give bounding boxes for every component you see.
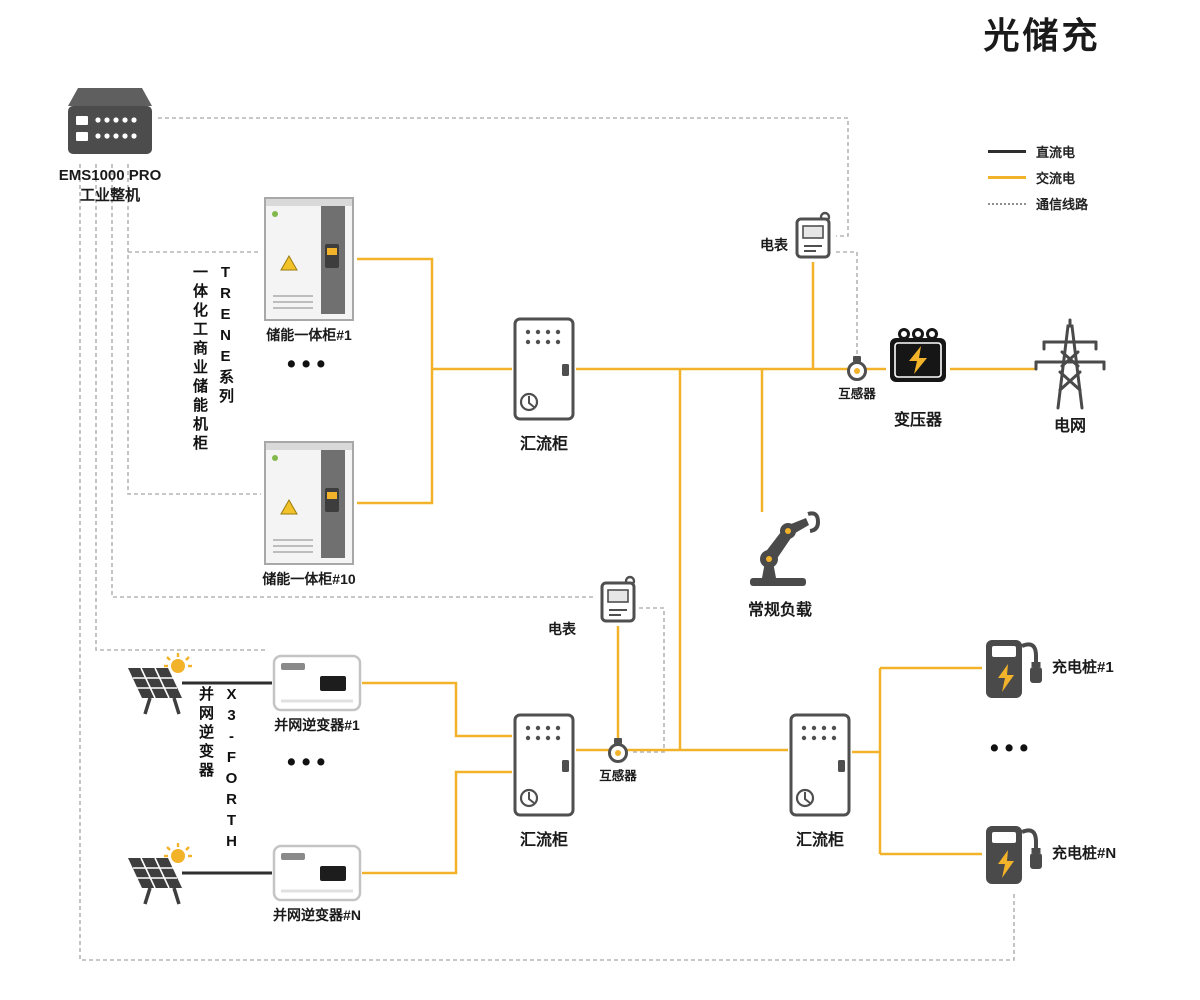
legend-row-comm: 通信线路 <box>988 194 1088 213</box>
robot-load-icon <box>736 502 824 590</box>
combiner-cabinet-icon <box>512 316 576 422</box>
charger-1-label: 充电桩#1 <box>1052 659 1114 676</box>
charger-ellipsis: ••• <box>990 734 1035 762</box>
legend-comm-label: 通信线路 <box>1036 197 1089 212</box>
ems-gateway <box>62 80 158 164</box>
ems-type: 工业整机 <box>79 187 140 205</box>
legend-row-dc: 直流电 <box>988 142 1088 161</box>
solar-panel-icon <box>118 842 196 908</box>
meter-pv-label: 电表 <box>548 621 576 637</box>
dc-line-sample <box>988 150 1026 153</box>
dc-lines <box>182 681 272 875</box>
combiner-cabinet-ev <box>788 712 852 818</box>
charger-n-label: 充电桩#N <box>1052 845 1117 862</box>
current-transformer-icon <box>606 737 630 765</box>
inverter-1-label: 并网逆变器#1 <box>274 717 360 733</box>
combiner-pv-label: 汇流柜 <box>519 832 568 849</box>
grid-tower-icon <box>1028 316 1112 412</box>
load-label: 常规负载 <box>747 602 812 619</box>
solar-array-n <box>118 842 196 908</box>
storage-series-name: TRENE系列 <box>217 264 234 407</box>
combiner-main-label: 汇流柜 <box>519 436 568 453</box>
inverter-n <box>272 844 362 902</box>
combiner-cabinet-icon <box>512 712 576 818</box>
legend-dc-label: 直流电 <box>1036 145 1076 160</box>
meter-grid-label: 电表 <box>760 237 788 253</box>
ct-pv <box>606 737 630 765</box>
inverter-icon <box>272 654 362 712</box>
power-grid <box>1028 316 1112 412</box>
inverter-series-name: X3-FORTH <box>223 686 240 854</box>
ct-pv-label: 互感器 <box>599 769 637 783</box>
inverter-ellipsis: ••• <box>287 748 332 776</box>
storage-cabinet-icon <box>263 196 355 322</box>
inverter-icon <box>272 844 362 902</box>
storage-cabinet-1-label: 储能一体柜#1 <box>266 327 352 343</box>
transformer-label: 变压器 <box>893 412 942 429</box>
storage-cabinet-icon <box>263 440 355 566</box>
solar-array-1 <box>118 652 196 718</box>
inverter-group-name: 并网逆变器 <box>197 686 214 781</box>
transformer <box>886 326 950 386</box>
legend-row-ac: 交流电 <box>988 168 1088 187</box>
charger-n <box>982 820 1046 888</box>
comm-lines <box>79 117 1015 961</box>
storage-cabinet-10-label: 储能一体柜#10 <box>262 571 356 587</box>
solar-panel-icon <box>118 652 196 718</box>
combiner-cabinet-pv <box>512 712 576 818</box>
storage-cabinet-1 <box>263 196 355 322</box>
ev-charger-icon <box>982 634 1046 702</box>
inverter-n-label: 并网逆变器#N <box>273 907 361 923</box>
grid-label: 电网 <box>1053 418 1086 435</box>
storage-group-label: 一体化工商业储能机柜 TRENE系列 <box>190 264 234 454</box>
meter-pv <box>597 574 639 626</box>
current-transformer-icon <box>845 355 869 383</box>
ct-grid-label: 互感器 <box>838 387 876 401</box>
page-title: 光储充 <box>983 15 1101 56</box>
combiner-cabinet-main <box>512 316 576 422</box>
storage-ellipsis: ••• <box>287 350 332 378</box>
charger-1 <box>982 634 1046 702</box>
transformer-icon <box>886 326 950 386</box>
ev-charger-icon <box>982 820 1046 888</box>
combiner-cabinet-icon <box>788 712 852 818</box>
meter-icon <box>597 574 639 626</box>
ct-grid <box>845 355 869 383</box>
legend: 直流电 交流电 通信线路 <box>988 142 1088 213</box>
storage-group-name: 一体化工商业储能机柜 <box>191 264 208 454</box>
inverter-1 <box>272 654 362 712</box>
regular-load <box>736 502 824 590</box>
meter-icon <box>792 210 834 262</box>
legend-ac-label: 交流电 <box>1036 171 1076 186</box>
ems-gateway-icon <box>62 80 158 164</box>
ems-label: EMS1000 PRO 工业整机 <box>25 166 195 207</box>
ems-model: EMS1000 PRO <box>58 167 162 184</box>
ac-lines <box>357 257 1036 875</box>
meter-grid <box>792 210 834 262</box>
storage-cabinet-10 <box>263 440 355 566</box>
combiner-ev-label: 汇流柜 <box>795 832 844 849</box>
inverter-group-label: 并网逆变器 X3-FORTH <box>196 686 240 854</box>
ac-line-sample <box>988 176 1026 179</box>
comm-line-sample <box>988 202 1026 205</box>
